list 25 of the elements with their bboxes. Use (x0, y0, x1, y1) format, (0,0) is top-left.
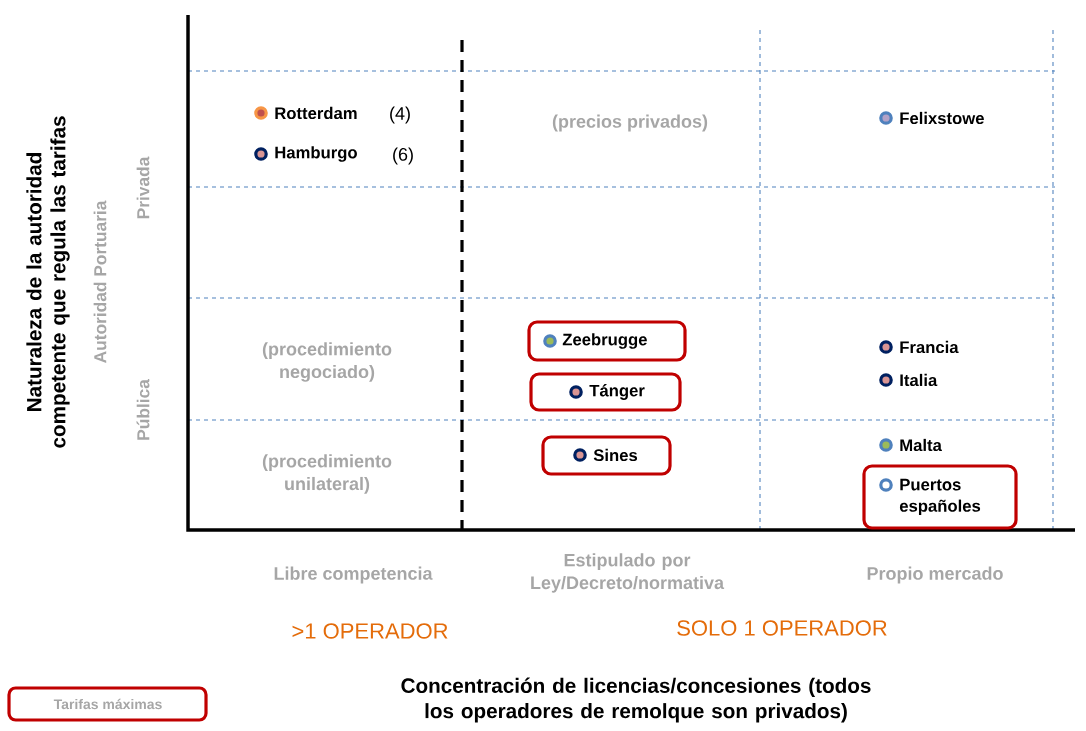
legend-box: Tarifas máximas (7, 686, 208, 722)
axis-title: Concentración de licencias/concesiones (todos los operadores de remolque son privados) (401, 677, 871, 723)
group-label: >1 OPERADOR (292, 623, 448, 639)
cell-note: (precios privados) (552, 114, 708, 132)
cell-note: (procedimiento negociado) (262, 342, 392, 382)
count-label: (4) (390, 106, 410, 124)
port-label: Italia (900, 373, 938, 387)
axis-title: Naturaleza de la autoridad competente que regula las tarifas (26, 116, 70, 448)
port-box: Tánger (529, 372, 682, 412)
axis-label: Pública (136, 379, 150, 440)
cell-note: (procedimiento unilateral) (262, 454, 392, 494)
port-label: Hamburgo (275, 146, 357, 162)
category-label: Libre competencia (274, 566, 433, 584)
count-label: (6) (393, 147, 413, 165)
axis-label: Privada (136, 156, 150, 219)
axis-label: Autoridad Portuaria (93, 200, 107, 363)
port-box: Sines (541, 435, 672, 476)
port-label: Francia (900, 340, 959, 354)
port-label: Felixstowe (900, 111, 984, 125)
port-label: Rotterdam (275, 106, 357, 120)
port-box: Zeebrugge (527, 320, 687, 362)
category-label: Propio mercado (867, 566, 1003, 584)
category-label: Estipulado por Ley/Decreto/normativa (531, 553, 725, 593)
port-box: Puertos españoles (862, 464, 1018, 530)
group-label: SOLO 1 OPERADOR (677, 620, 887, 636)
